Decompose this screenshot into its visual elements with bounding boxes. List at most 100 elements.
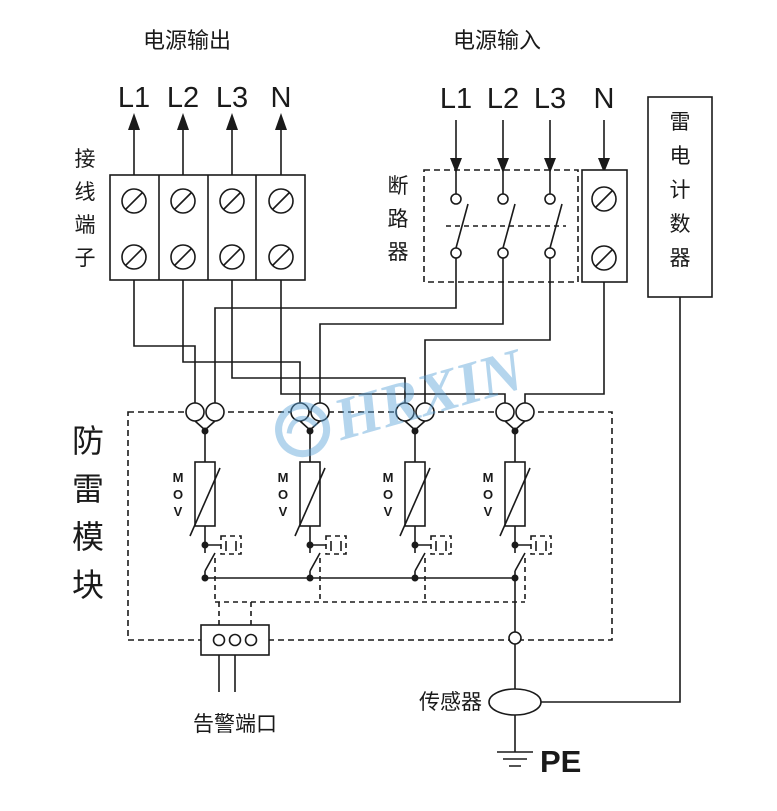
- breaker-pole-wires: [455, 170, 551, 282]
- watermark-logo-icon: [275, 402, 331, 458]
- sensor: 传感器 PE: [419, 688, 581, 779]
- disconnect-indicator: [430, 535, 452, 555]
- mov-module-1: M O V: [173, 402, 242, 602]
- down-arrow-icon: [544, 158, 556, 173]
- phase-label-out-l2: L2: [167, 82, 199, 114]
- up-arrow-icon: [226, 113, 238, 130]
- svg-text:防: 防: [72, 423, 104, 459]
- breaker-contact: [544, 193, 556, 205]
- svg-text:O: O: [483, 487, 493, 502]
- pe-bus-wire: [205, 577, 516, 689]
- phase-label-in-l1: L1: [440, 83, 472, 115]
- svg-text:接: 接: [75, 148, 96, 171]
- watermark-text: HRXIN: [325, 335, 533, 453]
- svg-text:计: 计: [670, 179, 691, 202]
- phase-label-in-l2: L2: [487, 83, 519, 115]
- phase-label-out-n: N: [271, 82, 292, 114]
- svg-text:断: 断: [388, 175, 409, 198]
- svg-text:电: 电: [670, 145, 691, 168]
- alarm-port-label: 告警端口: [193, 713, 277, 736]
- sensor-body: [488, 688, 542, 716]
- svg-text:器: 器: [388, 241, 409, 264]
- svg-text:模: 模: [72, 519, 104, 555]
- power-output-title: 电源输出: [143, 28, 231, 53]
- ground-icon: [497, 751, 533, 767]
- mov-module-3: M O V: [383, 402, 452, 602]
- breaker-contact: [544, 247, 556, 259]
- breaker-contact: [450, 247, 462, 259]
- screw-terminals: [121, 188, 294, 270]
- power-output-section: L1 L2 L3 N: [118, 82, 292, 175]
- svg-text:块: 块: [72, 567, 104, 603]
- spd-module-box: [127, 411, 613, 641]
- disconnect-indicator: [220, 535, 242, 555]
- breaker-label: 断 路 器: [388, 175, 409, 264]
- screw-slots: [124, 191, 291, 267]
- alarm-port: 告警端口: [193, 624, 277, 736]
- screw-slots: [594, 189, 614, 268]
- alarm-terminal: [244, 633, 258, 647]
- power-input-section: L1 L2 L3 N: [440, 83, 615, 173]
- svg-text:M: M: [483, 470, 494, 485]
- lightning-counter-box: [647, 96, 713, 298]
- spd-module-enclosure: 防 雷 模 块: [72, 411, 613, 641]
- mov-module-4: M O V: [483, 402, 552, 602]
- svg-text:V: V: [384, 504, 393, 519]
- terminal-block-dividers: [158, 175, 257, 280]
- svg-text:子: 子: [75, 247, 96, 270]
- phase-label-out-l1: L1: [118, 82, 150, 114]
- varistor-stroke: [189, 467, 221, 537]
- terminal-block-label: 接 线 端 子: [75, 148, 96, 270]
- varistor-stroke: [499, 467, 531, 537]
- svg-text:O: O: [383, 487, 393, 502]
- disconnect-indicator: [530, 535, 552, 555]
- pe-bus: [205, 577, 525, 689]
- breaker-contact: [497, 247, 509, 259]
- svg-text:M: M: [278, 470, 289, 485]
- svg-text:路: 路: [388, 208, 409, 231]
- svg-text:线: 线: [75, 181, 96, 204]
- varistor-stroke: [294, 467, 326, 537]
- pe-label: PE: [540, 744, 581, 779]
- terminal-block: 接 线 端 子: [75, 148, 306, 281]
- phase-label-out-l3: L3: [216, 82, 248, 114]
- neutral-terminal: [581, 169, 628, 283]
- alarm-wires: [218, 655, 236, 692]
- svg-text:端: 端: [75, 214, 96, 237]
- phase-label-in-n: N: [594, 83, 615, 115]
- signal-bus: [215, 601, 525, 625]
- down-arrow-icon: [450, 158, 462, 173]
- breaker-box: [423, 169, 579, 283]
- down-arrow-icon: [497, 158, 509, 173]
- svg-text:M: M: [173, 470, 184, 485]
- plug-terminal: [185, 402, 205, 422]
- svg-text:O: O: [173, 487, 183, 502]
- breaker-contact: [497, 193, 509, 205]
- svg-text:M: M: [383, 470, 394, 485]
- svg-text:数: 数: [670, 213, 691, 236]
- power-input-title: 电源输入: [453, 28, 541, 53]
- svg-text:V: V: [174, 504, 183, 519]
- input-wires: [214, 282, 605, 403]
- input-arrow-lines: [455, 120, 605, 162]
- watermark: HRXIN: [275, 335, 533, 458]
- alarm-terminal: [228, 633, 242, 647]
- up-arrow-icon: [128, 113, 140, 130]
- phase-label-in-l3: L3: [534, 83, 566, 115]
- varistor-stroke: [399, 467, 431, 537]
- up-arrow-icon: [177, 113, 189, 130]
- counter-wire: [541, 297, 681, 703]
- alarm-terminal: [212, 633, 226, 647]
- down-arrow-icon: [598, 158, 610, 173]
- breaker-contact: [450, 193, 462, 205]
- watermark-logo-swirl: [286, 415, 319, 434]
- svg-text:雷: 雷: [670, 111, 691, 134]
- mov-module-2: M O V: [278, 402, 347, 602]
- lightning-counter: 雷 电 计 数 器: [541, 96, 713, 703]
- plug-terminal: [515, 402, 535, 422]
- bus-junction: [508, 631, 522, 645]
- svg-text:器: 器: [670, 247, 691, 270]
- plug-terminal: [205, 402, 225, 422]
